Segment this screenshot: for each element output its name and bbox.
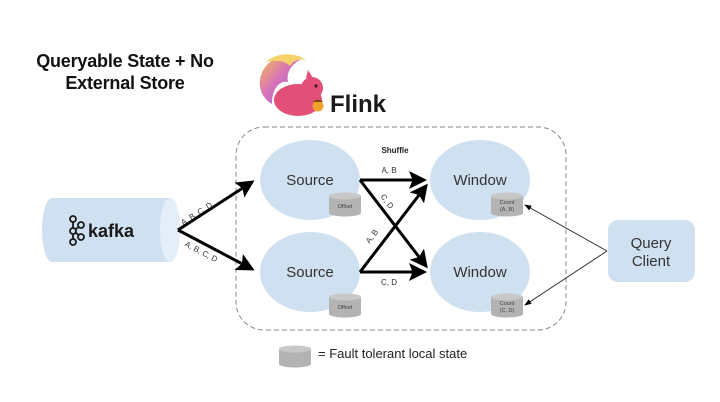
flink-cluster-boundary — [235, 126, 567, 331]
diagram-title: Queryable State + No External Store — [0, 50, 250, 94]
query-edge-window2 — [524, 250, 608, 306]
window-node-2[interactable]: Window — [430, 232, 530, 312]
kafka-label: kafka — [88, 221, 135, 241]
edge-kafka-source2 — [177, 228, 255, 271]
window-2-state: Count (C, D) — [491, 293, 523, 318]
window-1-state: Count (A, B) — [491, 192, 523, 217]
query-client-line2: Client — [632, 253, 671, 270]
edge-label-s2-w1: A, B — [364, 228, 380, 245]
source-node-2[interactable]: Source — [260, 232, 360, 312]
kafka-logo-icon — [69, 215, 85, 246]
edge-source1-window2 — [358, 179, 428, 269]
source-1-label: Source — [286, 172, 334, 189]
flink-logo-text: Flink — [330, 91, 387, 118]
source-1-state-label: Offset — [338, 204, 353, 210]
source-1-state: Offset — [329, 192, 361, 217]
window-1-state-line1: Count — [500, 200, 515, 206]
query-client-line1: Query — [631, 235, 672, 252]
edge-label-s2-w2: C, D — [381, 278, 397, 287]
source-2-label: Source — [286, 264, 334, 281]
source-2-state: Offset — [329, 293, 361, 318]
title-line-2: External Store — [65, 73, 185, 93]
edge-label-s1-w1: A, B — [381, 166, 396, 175]
kafka-node[interactable]: kafka — [42, 198, 180, 262]
edge-source2-window1 — [358, 183, 428, 273]
edge-label-kafka-source1: A, B, C, D — [179, 200, 214, 227]
legend-text: = Fault tolerant local state — [318, 346, 468, 361]
window-2-state-line1: Count — [500, 301, 515, 307]
window-2-state-line2: (C, D) — [500, 308, 515, 314]
window-1-state-line2: (A, B) — [500, 207, 514, 213]
flink-squirrel-icon — [259, 54, 324, 116]
query-client-node[interactable]: Query Client — [608, 220, 695, 282]
edge-kafka-source1 — [177, 180, 255, 232]
window-2-label: Window — [453, 264, 507, 281]
source-2-state-label: Offset — [338, 305, 353, 311]
title-line-1: Queryable State + No — [36, 51, 214, 71]
state-cylinder-icon — [279, 345, 311, 368]
shuffle-label: Shuffle — [381, 146, 409, 155]
window-1-label: Window — [453, 172, 507, 189]
query-edge-window1 — [524, 204, 608, 252]
